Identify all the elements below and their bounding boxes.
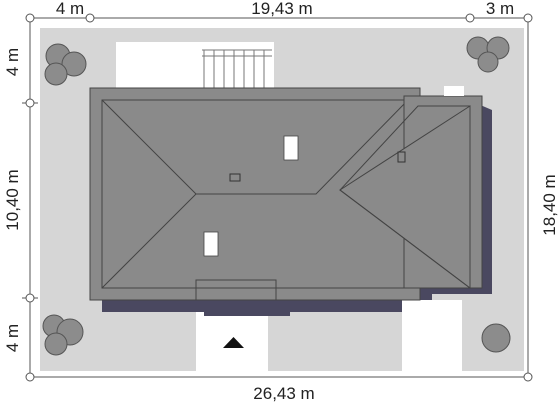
entrance-arrow-icon <box>223 337 244 348</box>
terrace-paving <box>116 42 274 90</box>
roof-light-small <box>444 86 464 96</box>
driveway-right <box>402 300 462 371</box>
trees <box>42 36 511 356</box>
roof-window-2 <box>203 231 219 257</box>
dim-left-bottom: 4 m <box>3 324 22 352</box>
entrance-porch <box>195 279 277 300</box>
dim-top-middle: 19,43 m <box>251 0 312 18</box>
chimney-1 <box>229 173 241 182</box>
dimension-markers <box>25 13 533 382</box>
dim-right: 18,40 m <box>540 174 559 235</box>
pergola <box>202 49 272 88</box>
dim-left-middle: 10,40 m <box>3 169 22 230</box>
dim-top-right: 3 m <box>486 0 514 18</box>
dimension-lines <box>22 17 529 378</box>
chimney-2 <box>397 151 406 163</box>
dim-top-left: 4 m <box>56 0 84 18</box>
dim-left-top: 4 m <box>3 48 22 76</box>
roof-window-1 <box>283 135 299 161</box>
roof-wing <box>339 95 483 290</box>
dim-bottom: 26,43 m <box>253 384 314 403</box>
